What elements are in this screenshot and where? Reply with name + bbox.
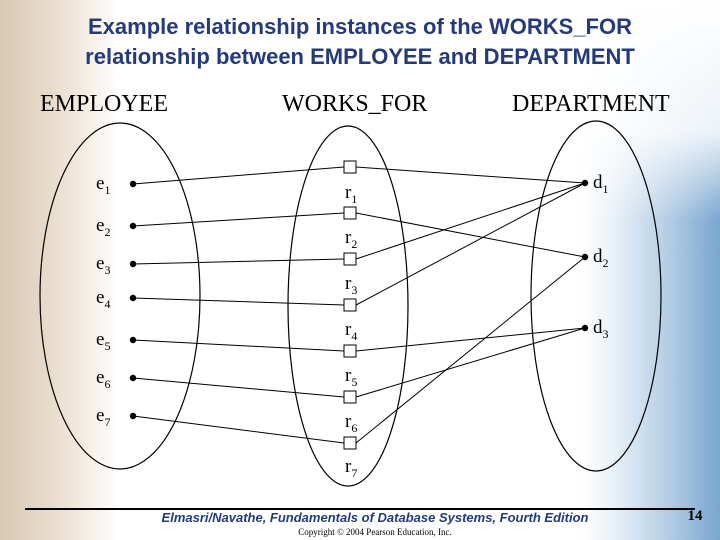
relationship-label-4: r4: [345, 319, 357, 343]
link-r2-to-department-2: [355, 212, 586, 258]
link-r1-to-department-1: [355, 166, 586, 184]
works-for-ellipse: [287, 125, 409, 487]
page-number: 14: [687, 508, 703, 524]
employee-label-5: e5: [96, 329, 110, 353]
link-r7-to-department-2: [355, 256, 586, 444]
link-employee-1-to-r1: [132, 166, 345, 185]
footer-citation: Elmasri/Navathe, Fundamentals of Databas…: [161, 510, 589, 525]
employee-set-label: EMPLOYEE: [40, 91, 168, 117]
relationship-label-7: r7: [345, 456, 357, 480]
relationship-label-3: r3: [345, 273, 357, 297]
department-node-1: [581, 179, 589, 187]
link-r5-to-department-3: [355, 327, 586, 352]
employee-node-4: [129, 294, 137, 302]
nodes-layer: e1 e2 e3 e4 e5 e6 e7 r1 r2 r3 r4 r5 r6 r7 d1 d2 d3: [96, 160, 609, 480]
department-label-2: d2: [593, 246, 609, 270]
employee-label-7: e7: [96, 405, 110, 429]
link-employee-7-to-r7: [132, 415, 345, 444]
employee-node-5: [129, 336, 137, 344]
employee-label-3: e3: [96, 253, 110, 277]
relationship-instance-box-7: [343, 436, 357, 450]
employee-node-1: [129, 180, 137, 188]
relationship-label-5: r5: [345, 365, 357, 389]
background-left-decoration: [0, 0, 120, 540]
title-line-1: Example relationship instances of the WO…: [88, 14, 632, 39]
relationship-instance-box-1: [343, 160, 357, 174]
department-label-1: d1: [593, 172, 609, 196]
relationship-label-1: r1: [345, 182, 357, 206]
department-ellipse: [530, 120, 662, 472]
department-label-3: d3: [593, 317, 609, 341]
employee-node-3: [129, 260, 137, 268]
link-employee-6-to-r6: [132, 377, 345, 398]
links-layer: [132, 166, 586, 444]
slide-title: Example relationship instances of the WO…: [0, 12, 720, 72]
works-for-set-label: WORKS_FOR: [282, 91, 427, 117]
department-node-3: [581, 324, 589, 332]
relationship-instance-box-2: [343, 206, 357, 220]
title-line-2: relationship between EMPLOYEE and DEPART…: [85, 44, 635, 69]
relationship-label-6: r6: [345, 411, 357, 435]
link-r6-to-department-3: [355, 327, 586, 398]
relationship-label-2: r2: [345, 227, 357, 251]
background-right-fade: [580, 0, 720, 220]
link-employee-3-to-r3: [132, 258, 345, 265]
employee-label-2: e2: [96, 215, 110, 239]
department-node-2: [581, 253, 589, 261]
relationship-instance-box-5: [343, 344, 357, 358]
link-employee-4-to-r4: [132, 297, 345, 306]
employee-node-2: [129, 222, 137, 230]
relationship-instance-box-6: [343, 390, 357, 404]
link-employee-2-to-r2: [132, 212, 345, 227]
employee-label-1: e1: [96, 173, 110, 197]
relationship-instance-box-4: [343, 298, 357, 312]
footer-rule: [25, 508, 695, 510]
department-set-label: DEPARTMENT: [512, 91, 670, 117]
relationship-instance-box-3: [343, 252, 357, 266]
employee-node-6: [129, 374, 137, 382]
link-employee-5-to-r5: [132, 339, 345, 352]
link-r4-to-department-1: [355, 182, 586, 306]
employee-label-6: e6: [96, 367, 110, 391]
employee-ellipse: [39, 122, 201, 470]
employee-label-4: e4: [96, 287, 110, 311]
link-r3-to-department-1: [355, 182, 586, 260]
footer-copyright: Copyright © 2004 Pearson Education, Inc.: [298, 527, 452, 537]
employee-node-7: [129, 412, 137, 420]
